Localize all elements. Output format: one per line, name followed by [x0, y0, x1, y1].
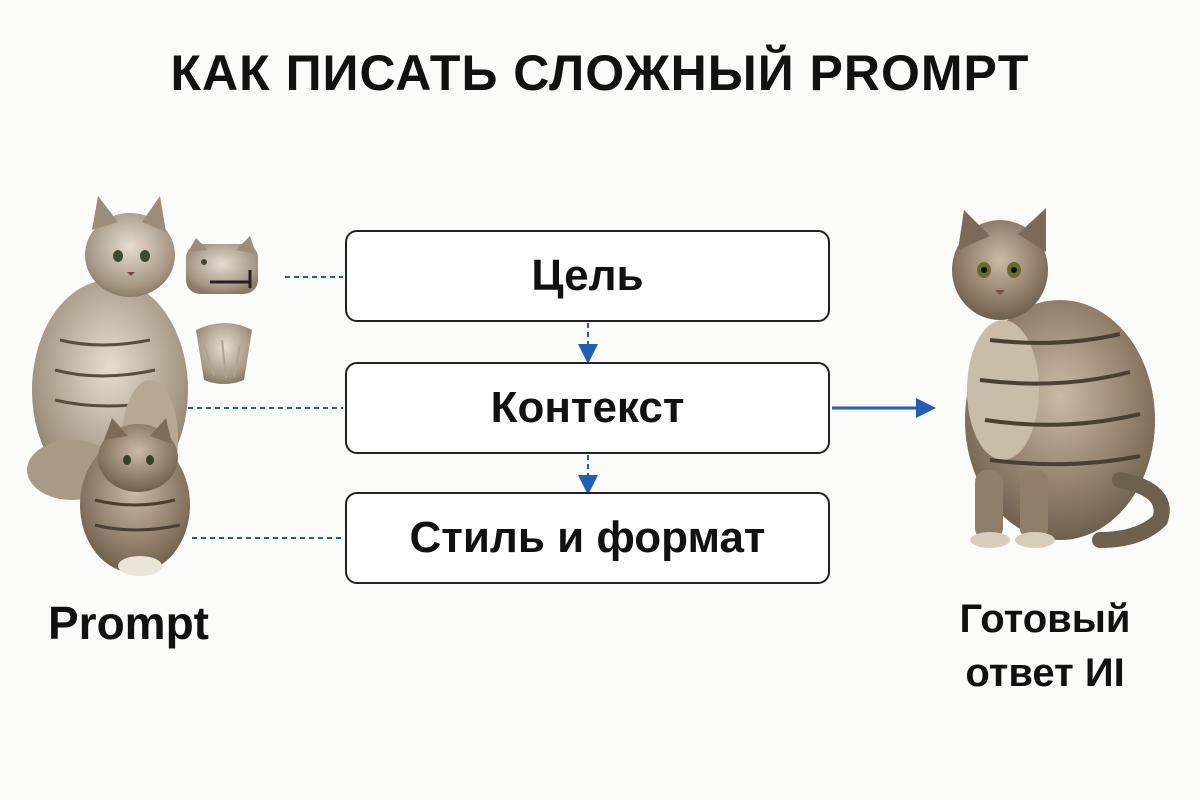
result-label-line2: ответ ИI: [965, 651, 1125, 695]
page-title: КАК ПИСАТЬ СЛОЖНЫЙ PROMPT: [170, 45, 1030, 101]
result-label: Готовый ответ ИI: [940, 592, 1150, 700]
prompt-label: Prompt: [48, 597, 209, 649]
cat-loaf-icon: [80, 418, 190, 576]
result-label-line1: Готовый: [959, 597, 1131, 641]
step-label: Стиль и формат: [409, 513, 766, 562]
arrow-right-icon: [916, 398, 936, 418]
cat-illustration-icon: [952, 208, 1170, 548]
step-label: Контекст: [490, 383, 685, 432]
cat-head-icon: [186, 236, 258, 294]
step-goal-box: Цель: [345, 230, 830, 322]
step-label: Цель: [531, 251, 644, 300]
step-context-box: Контекст: [345, 362, 830, 454]
cat-chest-icon: [196, 323, 252, 384]
step-style-box: Стиль и формат: [345, 492, 830, 584]
